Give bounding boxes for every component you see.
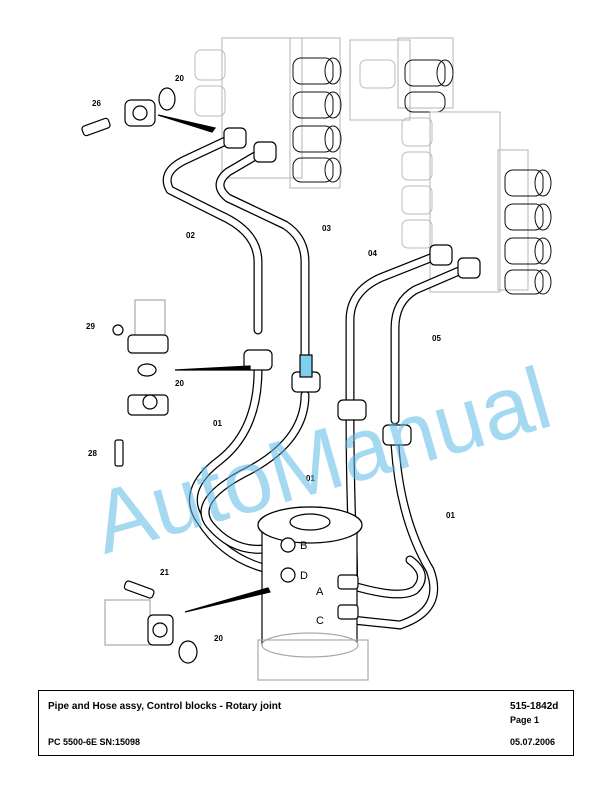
callout-01-right: 01 <box>446 511 455 520</box>
callout-20-middle: 20 <box>175 379 184 388</box>
port-b: B <box>300 540 307 552</box>
detail-flange-28 <box>112 299 251 467</box>
callout-05: 05 <box>432 334 441 343</box>
rotary-joint <box>257 506 369 681</box>
callout-03: 03 <box>322 224 331 233</box>
port-a: A <box>316 586 324 598</box>
callout-02: 02 <box>186 231 195 240</box>
control-block-upper <box>194 37 454 189</box>
flanges <box>223 127 481 446</box>
callout-21: 21 <box>160 568 169 577</box>
machine-model: PC 5500-6E SN:15098 <box>48 737 141 747</box>
port-labels: B D A C <box>300 540 324 627</box>
drawing-title: Pipe and Hose assy, Control blocks - Rot… <box>48 701 282 712</box>
parts-drawing: 26 20 02 03 04 05 29 20 01 28 01 01 21 2… <box>81 37 561 681</box>
document-number: 515-1842d <box>510 701 559 712</box>
callout-20-top: 20 <box>175 74 184 83</box>
callout-01-left: 01 <box>213 419 222 428</box>
title-block: Pipe and Hose assy, Control blocks - Rot… <box>38 690 574 756</box>
document-date: 05.07.2006 <box>510 737 556 747</box>
detail-flange-26 <box>81 87 217 137</box>
callout-26: 26 <box>92 99 101 108</box>
callout-01-center: 01 <box>306 474 315 483</box>
page-number: Page 1 <box>510 715 540 725</box>
port-d: D <box>300 570 308 582</box>
port-c: C <box>316 615 324 627</box>
callout-20-bottom: 20 <box>214 634 223 643</box>
callout-28: 28 <box>88 449 97 458</box>
callout-labels: 26 20 02 03 04 05 29 20 01 28 01 01 21 2… <box>86 74 455 643</box>
control-block-right <box>401 111 552 295</box>
callout-04: 04 <box>368 249 377 258</box>
pipes <box>162 133 471 425</box>
detail-flange-21 <box>104 580 271 664</box>
callout-29: 29 <box>86 322 95 331</box>
